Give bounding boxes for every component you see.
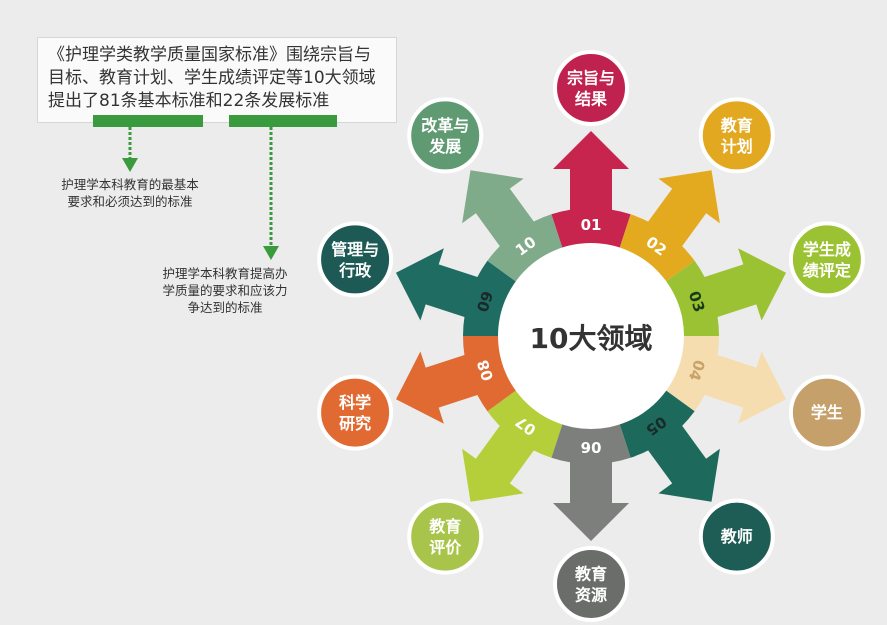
domain-node-label-02-1: 教育 [721,116,753,135]
domain-arrow-04 [701,351,786,424]
domain-node-circle-03 [788,221,865,298]
domain-node-label-10-2: 发展 [428,137,462,156]
development-standard-note: 护理学本科教育提高办 学质量的要求和应该力 争达到的标准 [135,265,315,316]
dev-note-line-1: 护理学本科教育提高办 [162,266,288,281]
basic-note-line-2: 要求和必须达到的标准 [67,194,193,209]
domain-node-circle-01 [553,50,629,126]
domain-node-label-09-2: 行政 [338,261,372,280]
domain-arrow-07 [462,423,536,502]
domain-node-label-07-2: 评价 [429,538,462,557]
basic-standard-note: 护理学本科教育的最基本 要求和必须达到的标准 [40,176,220,210]
domain-node-label-03-2: 绩评定 [803,261,851,280]
domain-node-label-08-2: 研究 [339,414,371,433]
domain-arrow-09 [396,248,481,321]
domain-node-circle-10 [407,97,484,174]
development-standard-underline [229,115,337,127]
domain-number-01: 01 [581,216,602,234]
domain-node-circle-07 [407,498,484,575]
domain-arrows [396,131,786,541]
domain-node-circle-02 [698,97,775,174]
domain-node-label-01-2: 结果 [574,90,607,109]
domain-node-circle-08 [317,374,394,451]
domain-number-08: 08 [474,358,498,383]
domain-arrow-10 [462,170,536,249]
domain-number-06: 06 [581,438,602,456]
domain-arrow-05 [646,423,720,502]
domain-number-09: 09 [474,289,498,314]
domain-node-label-05-1: 教师 [721,527,753,546]
intro-box: 《护理学类教学质量国家标准》围绕宗旨与 目标、教育计划、学生成绩评定等10大领域… [37,37,397,123]
domain-node-label-01-1: 宗旨与 [567,69,615,88]
domain-node-02: 教育计划 [698,97,775,174]
domain-arrow-02 [646,170,720,249]
domain-node-circle-04 [788,374,865,451]
domain-arrow-08 [396,351,481,424]
domain-nodes: 宗旨与结果教育计划学生成绩评定学生教师教育资源教育评价科学研究管理与行政改革与发… [317,50,865,622]
center-circle [498,243,684,429]
development-connector-arrowhead [263,246,279,260]
intro-line-2: 目标、教育计划、学生成绩评定等10大领域 [48,68,376,88]
basic-connector-arrowhead [122,158,138,172]
domain-arrow-01 [553,131,629,213]
domain-node-03: 学生成绩评定 [788,221,865,298]
domain-node-label-10-1: 改革与 [421,116,469,135]
domain-number-04: 04 [685,358,709,383]
domain-number-03: 03 [685,289,709,314]
domain-arrow-06 [553,459,629,541]
domain-node-label-06-2: 资源 [575,586,607,605]
basic-standard-underline [93,115,203,127]
center-label: 10大领域 [530,322,653,355]
domain-node-label-07-1: 教育 [429,517,461,536]
domain-node-label-08-1: 科学 [339,393,371,412]
domain-node-label-02-2: 计划 [721,137,753,156]
domain-node-circle-09 [317,221,394,298]
domain-node-circle-06 [553,546,629,622]
domain-node-label-03-1: 学生成 [803,240,851,259]
intro-line-1: 《护理学类教学质量国家标准》围绕宗旨与 [48,45,371,65]
dev-note-line-3: 争达到的标准 [187,300,263,315]
domain-node-04: 学生 [788,374,865,451]
domain-arrow-03 [701,248,786,321]
domain-node-05: 教师 [698,498,775,575]
domain-node-circle-05 [698,498,775,575]
basic-note-line-1: 护理学本科教育的最基本 [61,177,199,192]
domain-node-label-06-1: 教育 [575,565,607,584]
intro-line-3: 提出了81条基本标准和22条发展标准 [48,91,330,111]
dev-note-line-2: 学质量的要求和应该力 [162,283,288,298]
domain-node-label-04-1: 学生 [811,403,843,422]
domain-node-label-09-1: 管理与 [331,240,379,259]
